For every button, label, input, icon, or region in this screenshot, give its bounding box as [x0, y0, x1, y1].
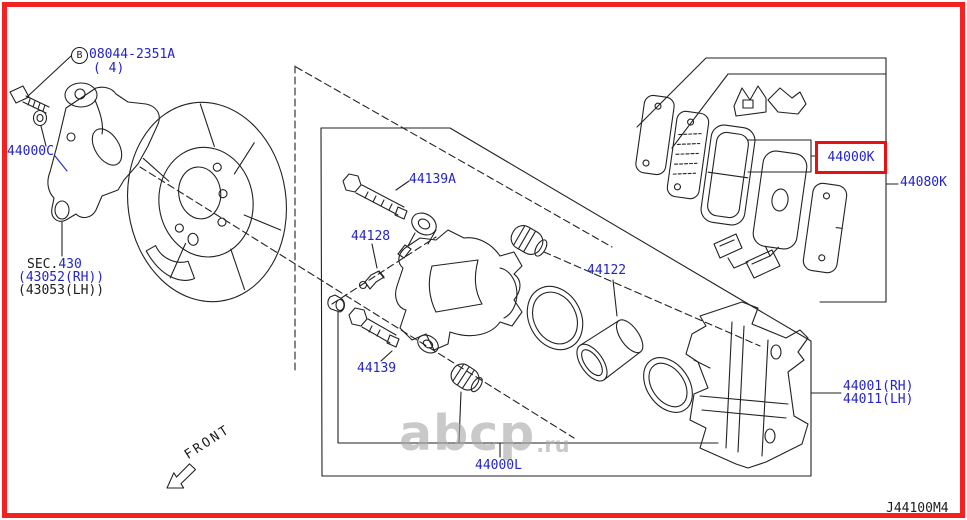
mount-bolt-art [9, 85, 50, 127]
front-arrow-icon [166, 463, 197, 489]
piston-art [576, 319, 644, 382]
caliper-art [395, 212, 523, 354]
axis-dashed-lines [139, 65, 761, 439]
sec-number: 430 [58, 257, 82, 272]
label-44011-lh[interactable]: 44011(LH) [843, 392, 914, 407]
piston-boot-art [643, 357, 693, 413]
label-bolt-part[interactable]: 08044-2351A [89, 47, 176, 62]
pin-bolt-lower-art [348, 307, 400, 348]
pad-kit-parts-art [635, 85, 848, 279]
label-44000k: 44000K [827, 150, 875, 165]
watermark-tld: .ru [536, 433, 570, 457]
label-44139[interactable]: 44139 [357, 361, 397, 376]
pin-boot-lower-art [450, 363, 483, 393]
label-sec-ref[interactable]: SEC.430 [27, 258, 82, 272]
assembly-boundary-box [320, 127, 812, 477]
sec-prefix: SEC. [27, 257, 59, 272]
torque-member-art [685, 301, 809, 469]
label-44000l[interactable]: 44000L [475, 458, 522, 473]
watermark: abcp.ru [399, 408, 570, 460]
label-sec-lh: (43053(LH)) [18, 283, 105, 298]
piston-seal-art [526, 285, 584, 351]
pin-boot-upper-art [510, 225, 548, 257]
bleeder-art [327, 270, 385, 313]
label-44001-rh[interactable]: 44001(RH) [843, 379, 914, 394]
highlighted-part-box[interactable]: 44000K [815, 141, 887, 174]
pin-bolt-upper-art [342, 173, 408, 220]
label-sec-rh: (43052(RH)) [18, 270, 105, 285]
pad-kit-boundary-box [636, 57, 887, 303]
bolt-circle-marker: B [71, 47, 88, 64]
label-44128[interactable]: 44128 [351, 229, 391, 244]
knuckle-art [47, 82, 160, 222]
drawing-code: J44100M4 [886, 501, 949, 516]
label-44139a[interactable]: 44139A [409, 172, 456, 187]
leader-lines [26, 55, 899, 458]
dust-shield-art [126, 101, 288, 303]
label-44000c[interactable]: 44000C [7, 144, 54, 159]
label-44122[interactable]: 44122 [587, 263, 627, 278]
watermark-name: abcp [399, 405, 536, 462]
label-bolt-qty: ( 4) [93, 61, 125, 76]
label-44080k[interactable]: 44080K [900, 175, 947, 190]
